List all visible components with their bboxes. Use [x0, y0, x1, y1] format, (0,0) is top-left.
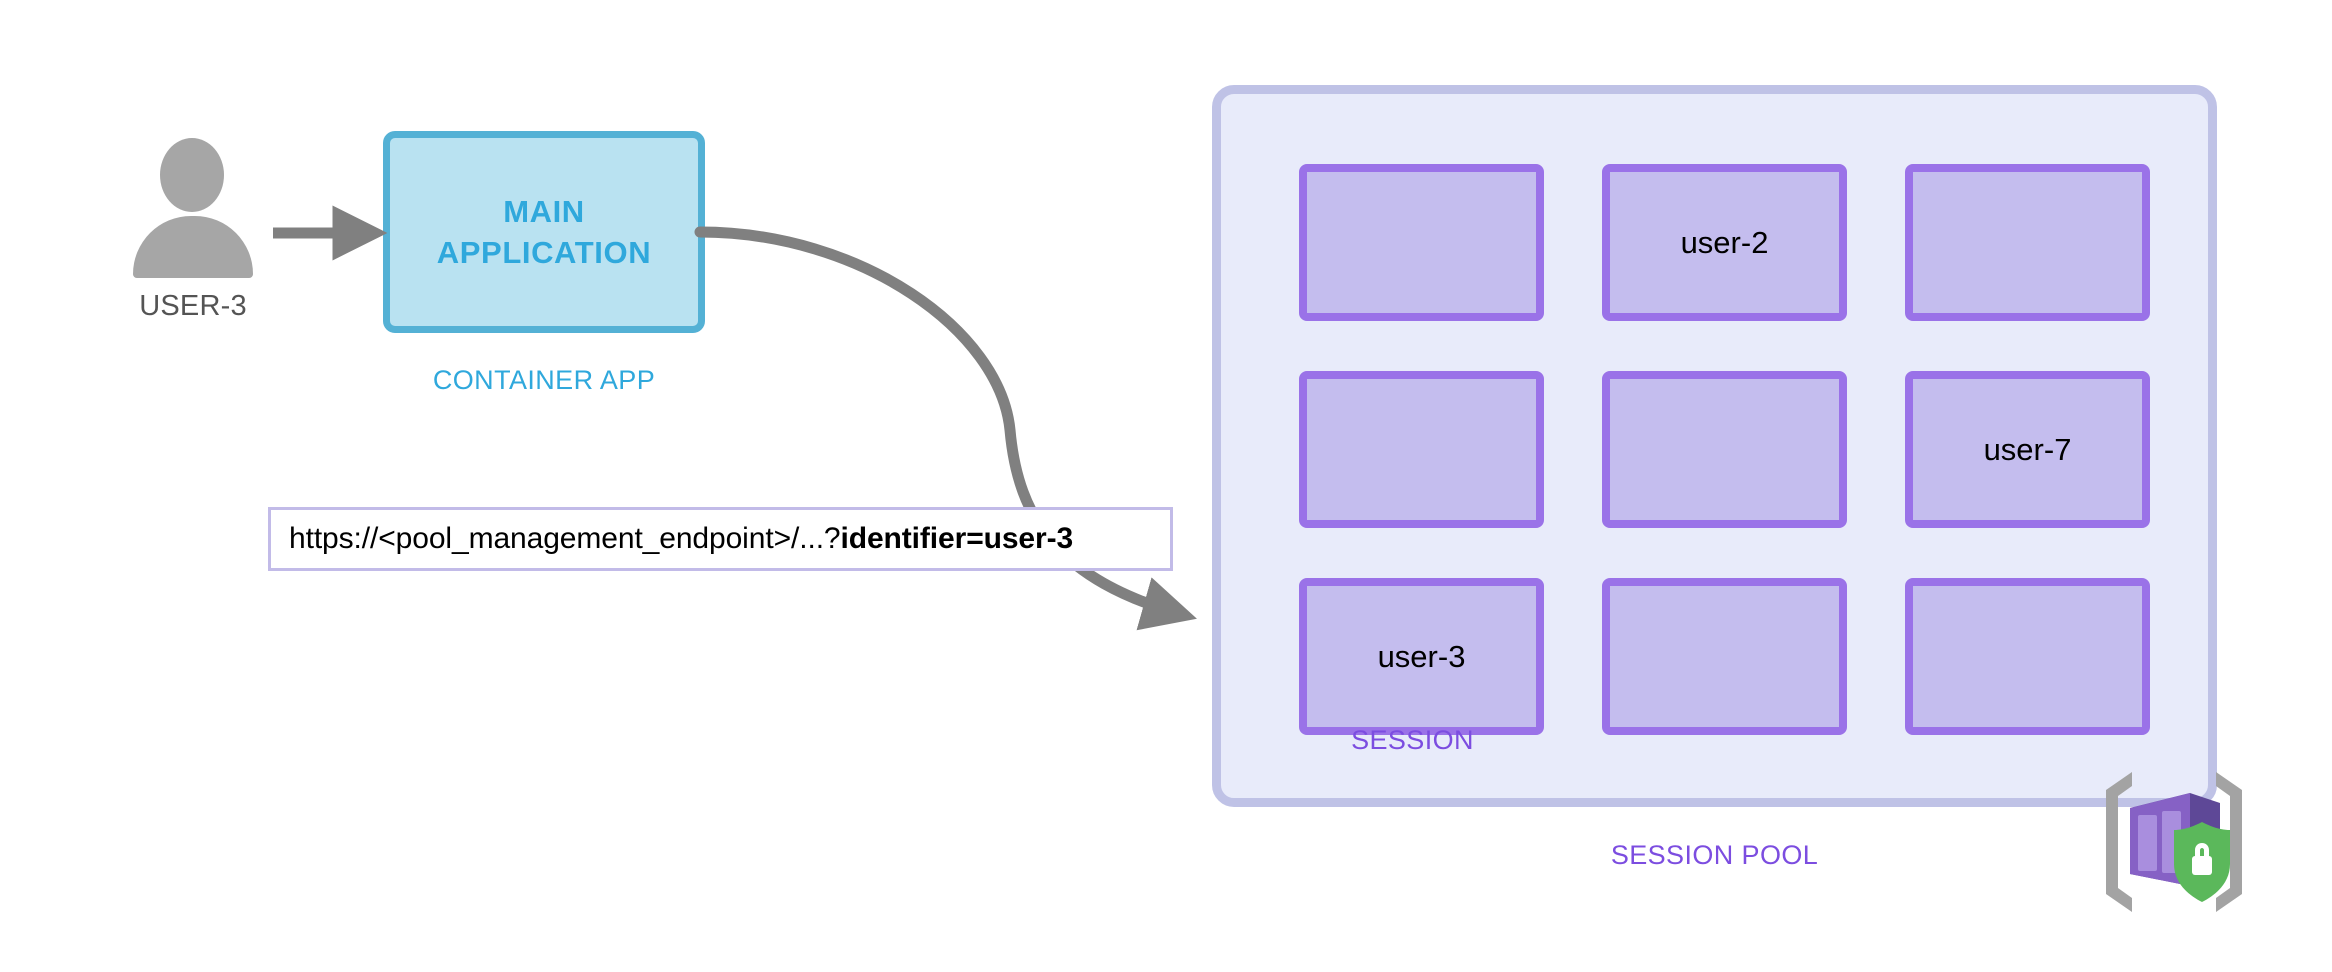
session-cell-user-3[interactable]: user-3	[1299, 578, 1544, 735]
session-caption: SESSION	[1351, 725, 1474, 755]
shield-lock-icon	[2174, 822, 2230, 902]
container-app-caption: CONTAINER APP	[432, 365, 656, 395]
request-url-prefix: https://<pool_management_endpoint>/...?	[289, 522, 841, 555]
azure-dynamic-sessions-icon	[2106, 772, 2242, 912]
session-grid: user-2 user-7 user-3	[1299, 164, 2150, 735]
person-icon	[128, 138, 258, 278]
session-cell-user-2[interactable]: user-2	[1602, 164, 1847, 321]
session-pool-container: user-2 user-7 user-3	[1212, 85, 2217, 807]
person-body	[133, 216, 253, 278]
main-application-title-line1: MAIN	[503, 193, 585, 229]
bracket-left-icon	[2106, 772, 2132, 912]
session-cell-label: user-7	[1983, 431, 2072, 467]
session-cell[interactable]	[1299, 164, 1544, 321]
request-url-text: https://<pool_management_endpoint>/...?i…	[289, 522, 1073, 556]
session-cell-label: user-2	[1680, 224, 1769, 260]
main-application-box: MAIN APPLICATION	[383, 131, 705, 333]
user-actor: USER-3	[118, 138, 268, 338]
request-url-emphasis: identifier=user-3	[840, 522, 1074, 555]
main-application-title-line2: APPLICATION	[436, 235, 652, 270]
session-cell[interactable]	[1905, 578, 2150, 735]
bracket-right-icon	[2216, 772, 2242, 912]
session-cell[interactable]	[1299, 371, 1544, 528]
person-head	[160, 138, 224, 212]
session-cell-user-7[interactable]: user-7	[1905, 371, 2150, 528]
session-cell-label: user-3	[1377, 638, 1466, 674]
user-actor-label: USER-3	[139, 290, 247, 322]
request-url-label: https://<pool_management_endpoint>/...?i…	[268, 507, 1173, 571]
session-cell[interactable]	[1602, 578, 1847, 735]
session-cell[interactable]	[1602, 371, 1847, 528]
session-cell[interactable]	[1905, 164, 2150, 321]
session-pool-caption: SESSION POOL	[1610, 840, 1819, 870]
